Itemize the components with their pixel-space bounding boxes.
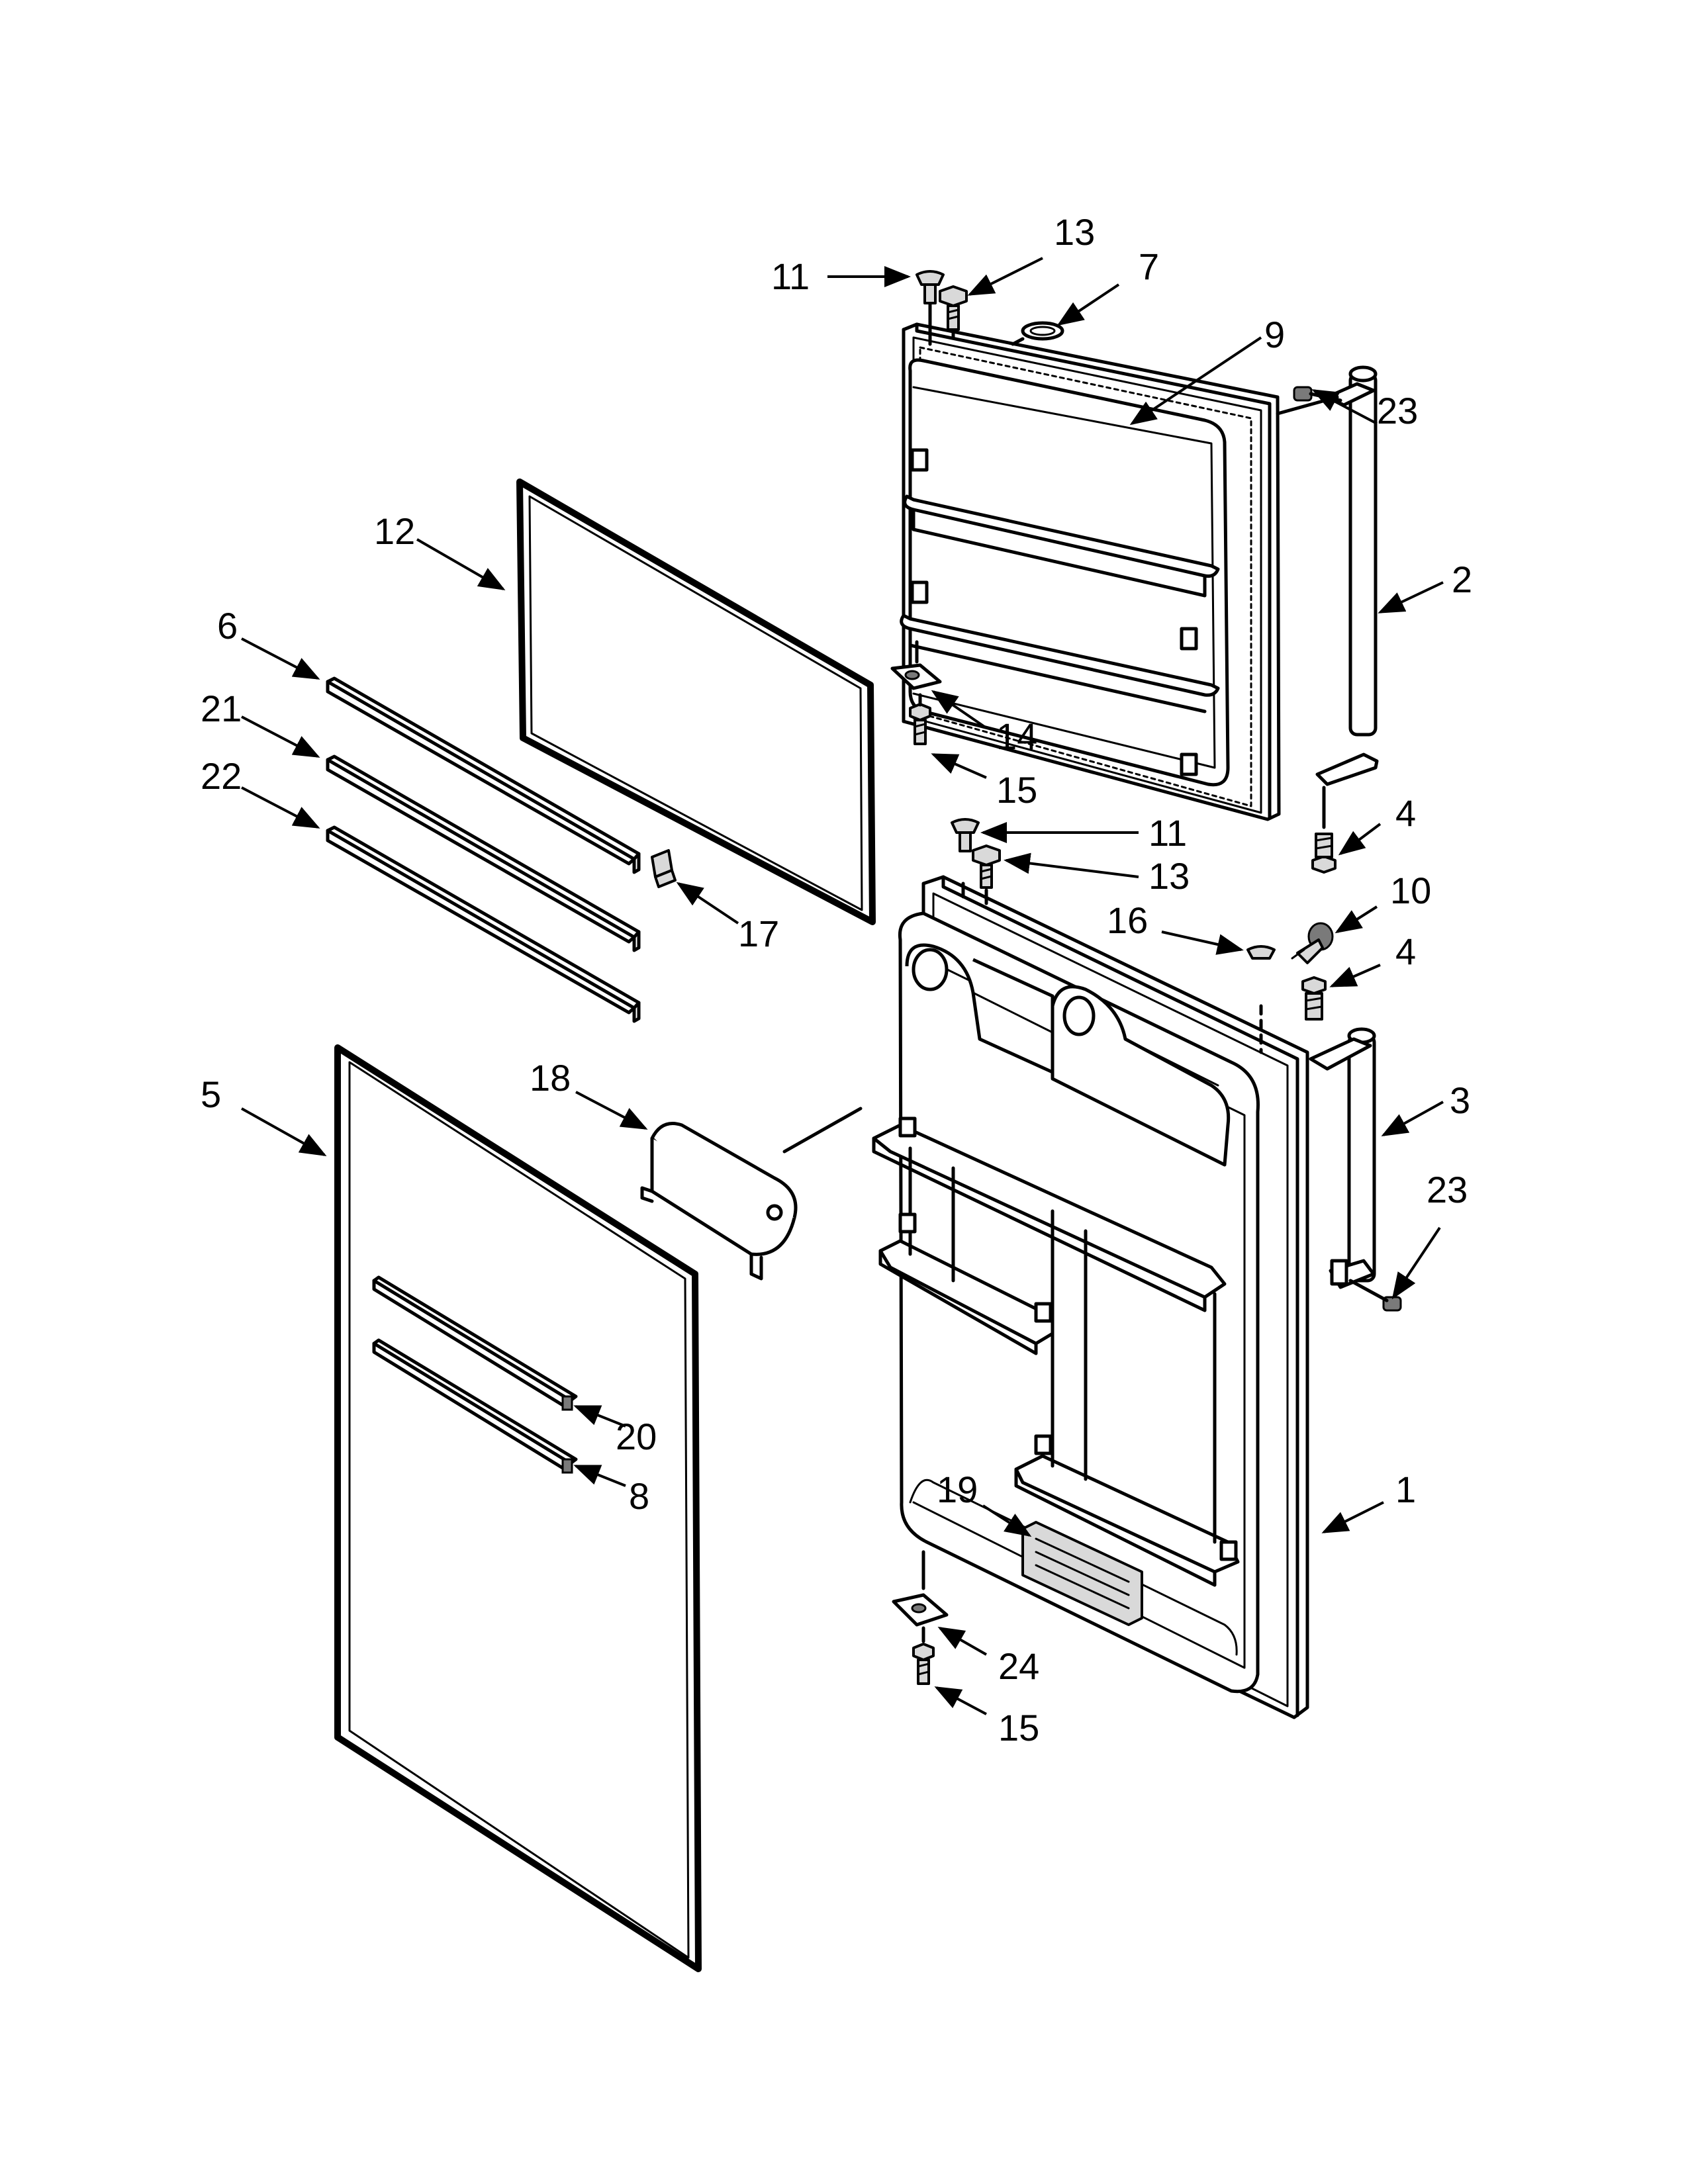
plug-16-icon xyxy=(1246,945,1276,960)
screw-15-top-icon xyxy=(909,693,931,745)
label-4-mid: 4 xyxy=(1395,931,1416,972)
label-12: 12 xyxy=(374,510,415,552)
label-21: 21 xyxy=(201,688,242,729)
refrigerator-gasket xyxy=(334,1044,702,1972)
label-9: 9 xyxy=(1264,314,1285,355)
label-7: 7 xyxy=(1139,246,1159,287)
hinge-2-icon xyxy=(1276,365,1379,786)
label-15-top: 15 xyxy=(996,769,1037,811)
label-10: 10 xyxy=(1390,870,1431,911)
hinge-24-icon xyxy=(892,1550,949,1627)
label-24: 24 xyxy=(998,1645,1039,1687)
label-20: 20 xyxy=(616,1416,657,1457)
label-11-top: 11 xyxy=(771,255,810,297)
screw-15-bottom-icon xyxy=(912,1626,935,1685)
label-13-top: 13 xyxy=(1054,211,1095,253)
screw-4-top-icon xyxy=(1311,786,1336,874)
hinge-14-icon xyxy=(890,640,942,690)
label-11-mid: 11 xyxy=(1149,812,1187,854)
label-5: 5 xyxy=(201,1073,221,1115)
screw-11-top-icon xyxy=(915,270,945,304)
leader-lines xyxy=(241,257,1444,1715)
label-15-bottom: 15 xyxy=(998,1707,1039,1749)
screw-4-mid-icon xyxy=(1301,976,1327,1021)
clip-17-icon xyxy=(651,849,677,888)
label-22: 22 xyxy=(201,755,242,797)
label-8: 8 xyxy=(629,1475,649,1517)
callout-labels: 11 13 7 9 23 12 2 6 21 22 14 15 4 11 13 … xyxy=(201,211,1472,1749)
label-16: 16 xyxy=(1107,899,1148,941)
label-13-mid: 13 xyxy=(1149,855,1190,897)
label-3: 3 xyxy=(1450,1079,1470,1121)
trim-6 xyxy=(326,676,641,874)
label-18: 18 xyxy=(530,1057,571,1099)
hinge-3-icon xyxy=(1309,1027,1376,1289)
screw-13-mid-icon xyxy=(972,844,1001,889)
screw-11-mid-icon xyxy=(951,818,980,852)
label-2: 2 xyxy=(1452,559,1472,600)
label-4-top: 4 xyxy=(1395,792,1416,834)
label-19: 19 xyxy=(937,1469,978,1510)
label-17: 17 xyxy=(738,913,779,954)
bushing-10-icon xyxy=(1291,922,1334,964)
label-23-top: 23 xyxy=(1377,390,1418,432)
strip-20 xyxy=(372,1275,578,1411)
refrigerator-door xyxy=(872,875,1309,1719)
trim-21 xyxy=(326,754,641,952)
screw-13-top-icon xyxy=(939,285,968,331)
strip-8 xyxy=(372,1338,578,1474)
trim-22 xyxy=(326,825,641,1023)
label-14: 14 xyxy=(996,715,1037,757)
freezer-door xyxy=(900,293,1281,821)
freezer-gasket xyxy=(516,478,876,925)
label-1: 1 xyxy=(1395,1469,1416,1510)
label-23-mid: 23 xyxy=(1427,1169,1468,1210)
label-6: 6 xyxy=(217,605,238,647)
cover-18 xyxy=(640,1107,863,1281)
plug-7-icon xyxy=(1011,321,1064,346)
